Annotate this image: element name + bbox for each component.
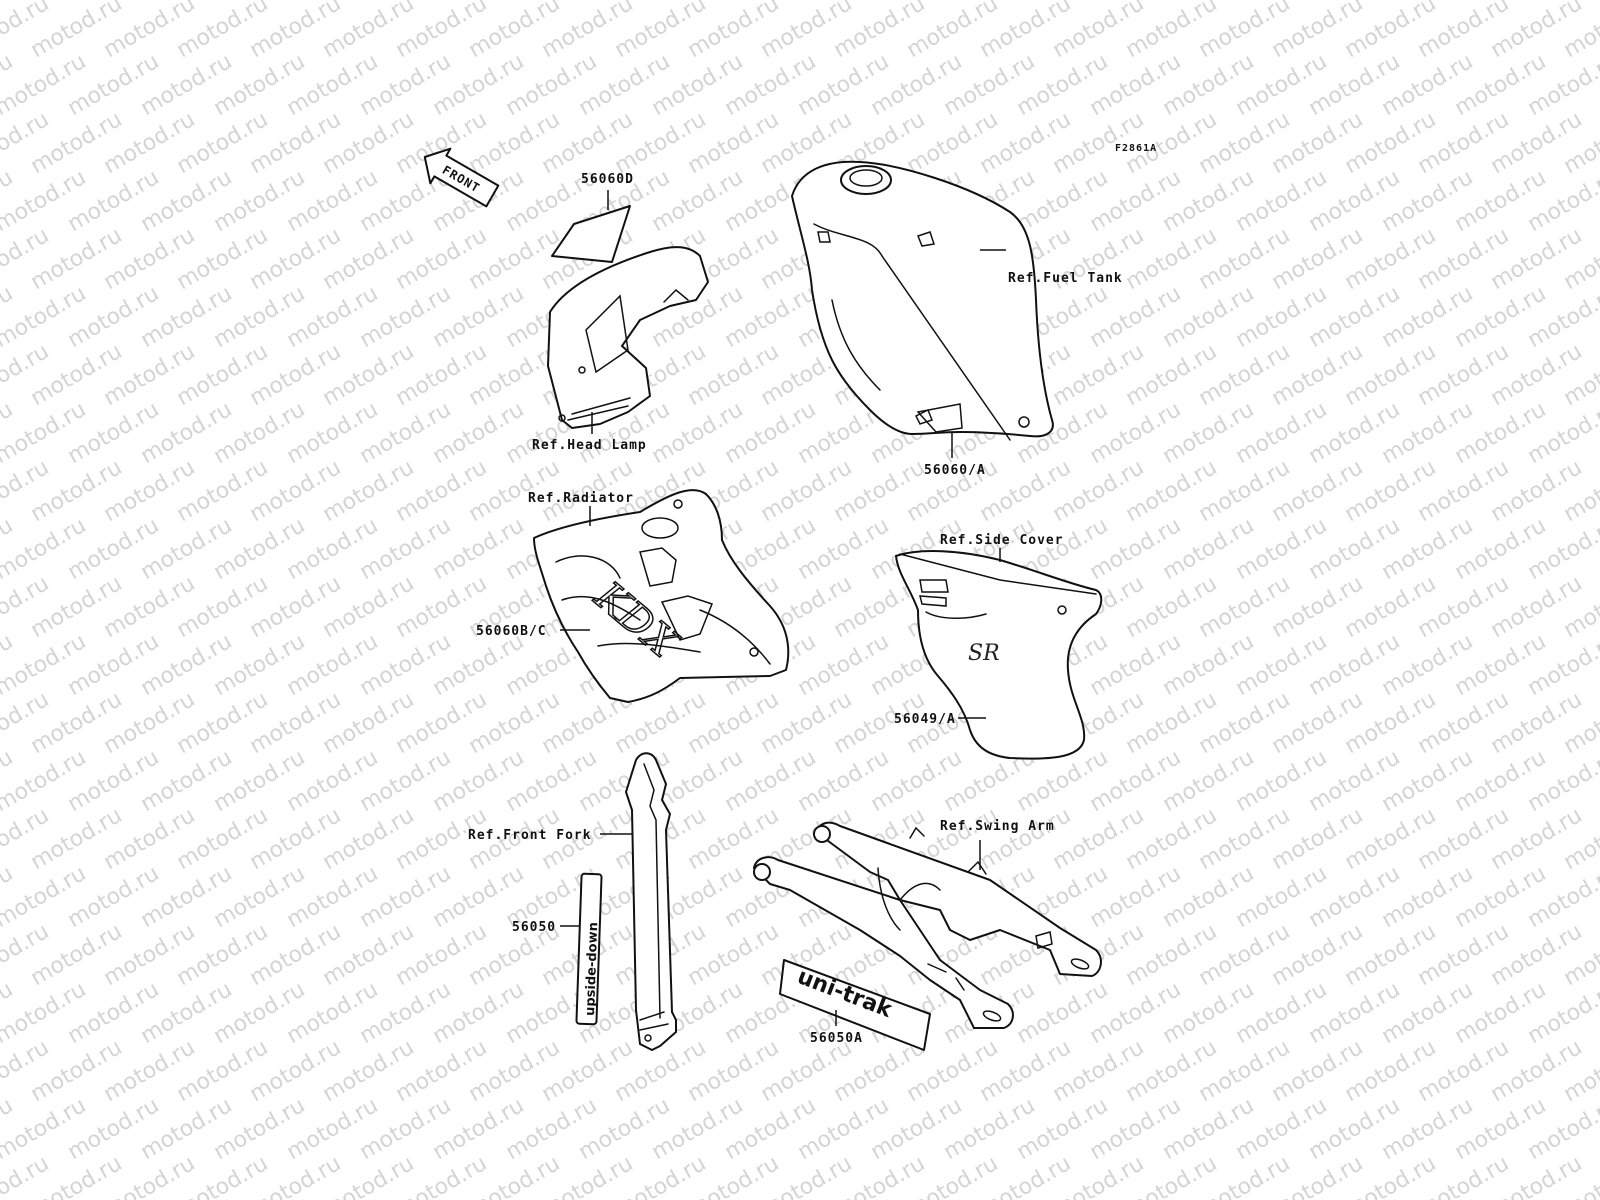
radiator-shroud: KDX <box>533 489 790 703</box>
swing-arm <box>753 821 1102 1029</box>
watermark-text: motod.ru <box>1597 0 1600 5</box>
decal-56060D <box>551 205 631 263</box>
label-ref-front-fork: Ref.Front Fork <box>468 828 592 843</box>
front-fork-guard <box>625 752 677 1051</box>
label-56050a: 56050A <box>810 1031 863 1046</box>
label-ref-radiator: Ref.Radiator <box>528 491 634 506</box>
side-cover: SR <box>895 550 1103 760</box>
side-cover-mark: SR <box>968 641 1000 666</box>
label-56060-a: 56060/A <box>924 463 986 478</box>
label-ref-fuel-tank: Ref.Fuel Tank <box>1008 271 1123 286</box>
label-56060D: 56060D <box>581 172 634 187</box>
label-ref-head-lamp: Ref.Head Lamp <box>532 438 647 453</box>
label-ref-side-cover: Ref.Side Cover <box>940 533 1064 548</box>
decal-56050: upside-down <box>575 872 603 1026</box>
label-56049-a: 56049/A <box>894 712 956 727</box>
head-lamp-cover <box>547 205 709 429</box>
label-56060bc: 56060B/C <box>476 624 547 639</box>
fork-decal-text: upside-down <box>583 922 601 1016</box>
label-ref-swing-arm: Ref.Swing Arm <box>940 819 1055 834</box>
figure-code: F2861A <box>1115 143 1157 154</box>
label-56050: 56050 <box>512 920 556 935</box>
front-arrow-icon: FRONT <box>423 147 500 208</box>
fuel-tank <box>791 160 1054 441</box>
